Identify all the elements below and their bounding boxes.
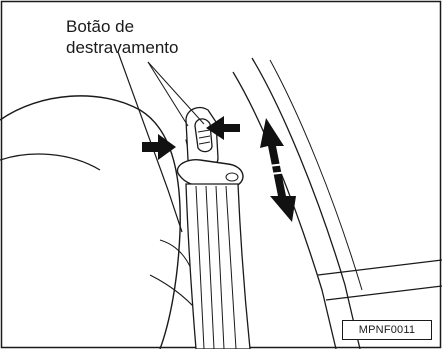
door-sill-line-2 xyxy=(325,285,442,301)
double-headed-arrow-icon xyxy=(260,118,296,222)
belt-webbing xyxy=(185,183,251,349)
webbing-fold-4 xyxy=(225,185,237,349)
pillar-trim-inner xyxy=(117,51,183,233)
press-arrow-icon xyxy=(206,116,240,140)
release-button-callout: Botão de destravamento xyxy=(66,16,178,58)
callout-line-1: Botão de xyxy=(66,17,135,36)
release-button-ridge-2 xyxy=(198,135,211,139)
press-arrow-icon xyxy=(142,134,176,160)
guide-ring-slot xyxy=(225,172,239,182)
pillar-trim-outer-right xyxy=(251,57,361,349)
figure-code-label: MPNF0011 xyxy=(342,320,432,340)
arrow-dash-2 xyxy=(269,171,289,175)
webbing-fold-3 xyxy=(215,185,225,349)
webbing-fold-2 xyxy=(205,185,215,349)
webbing-fold-1 xyxy=(195,185,205,349)
callout-line-2: destravamento xyxy=(66,38,179,57)
leader-line-right xyxy=(147,61,205,125)
seat-headrest xyxy=(0,95,181,349)
seat-shoulder-contour xyxy=(0,153,101,171)
arrow-dash-1 xyxy=(267,163,287,167)
leader-line-left xyxy=(147,61,189,127)
release-button-ridge-3 xyxy=(198,141,211,145)
pillar-trim-edge xyxy=(269,59,363,291)
release-button-ridge-1 xyxy=(197,129,211,133)
door-sill-line xyxy=(317,259,442,276)
